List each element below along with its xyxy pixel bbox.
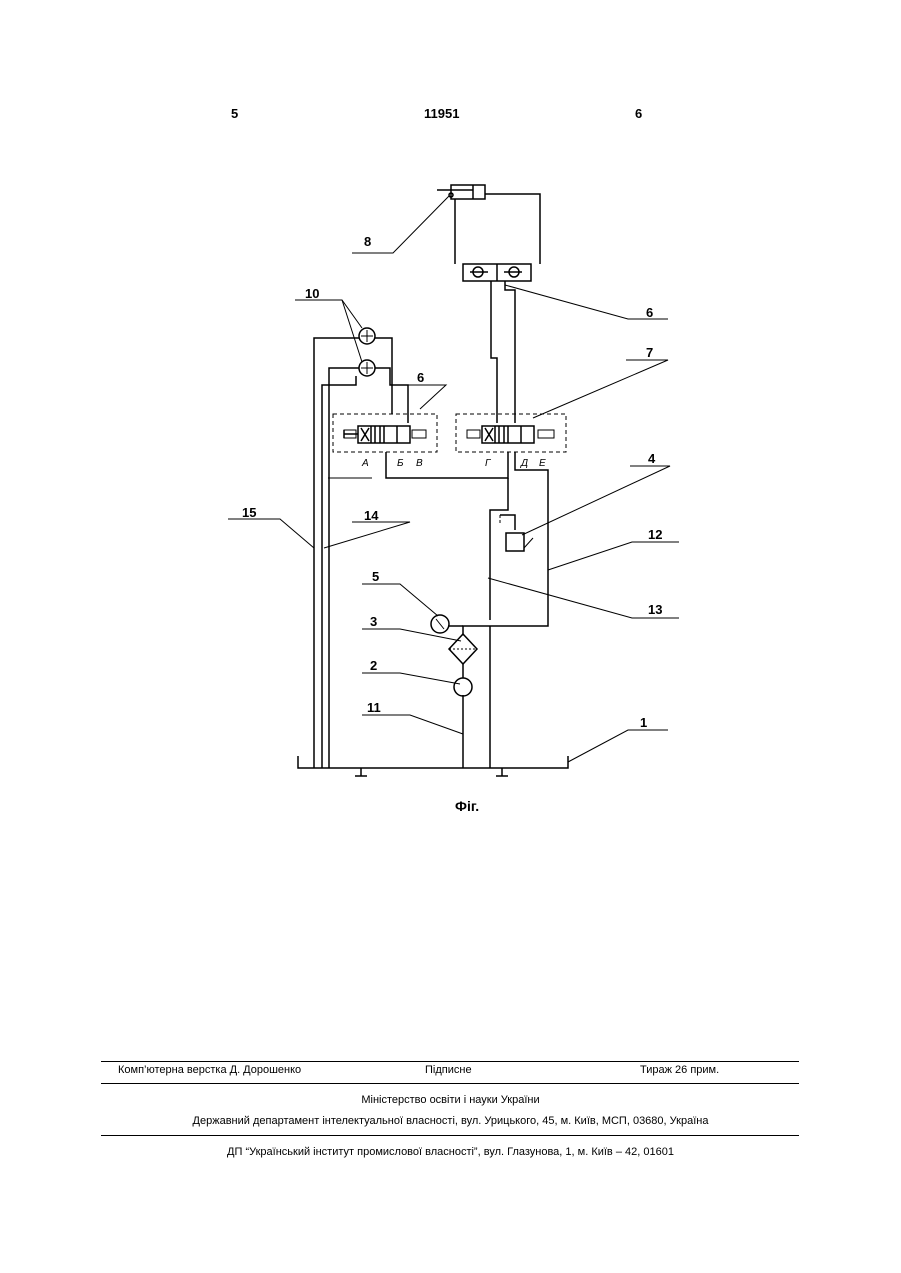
callout-13: 13: [648, 602, 662, 617]
relief-valve: [500, 515, 533, 551]
port-a: А: [361, 458, 369, 469]
figure-caption: Фіг.: [455, 798, 479, 814]
callout-12: 12: [648, 527, 662, 542]
footer-department: Державний департамент інтелектуальної вл…: [0, 1115, 901, 1127]
lock-valve-block: [463, 264, 531, 281]
pump-2: [454, 678, 472, 696]
port-b: Б: [397, 458, 404, 469]
port-g: Г: [485, 458, 492, 469]
callout-6: 6: [417, 370, 424, 385]
hydraulic-motors: [359, 328, 375, 376]
footer-ministry: Міністерство освіти і науки України: [0, 1094, 901, 1106]
footer-print-run: Тираж 26 прим.: [640, 1064, 719, 1076]
callout-5: 5: [372, 569, 379, 584]
footer-institute: ДП “Український інститут промислової вла…: [0, 1146, 901, 1158]
footer-rule-bottom: [101, 1135, 799, 1136]
footer-layout-credit: Комп’ютерна верстка Д. Дорошенко: [118, 1064, 301, 1076]
callout-15: 15: [242, 505, 256, 520]
callout-leaders: [228, 196, 679, 762]
footer-rule-top: [101, 1061, 799, 1062]
port-d: Д: [520, 458, 528, 469]
callout-7: 7: [646, 345, 653, 360]
callout-3: 3: [370, 614, 377, 629]
tank: [298, 756, 568, 776]
port-e: Е: [539, 458, 546, 469]
callout-11: 11: [367, 700, 381, 715]
callout-10: 10: [305, 286, 319, 301]
port-v: В: [416, 458, 423, 469]
distributor-7: [456, 414, 566, 452]
callout-6-top: 6: [646, 305, 653, 320]
footer-signed: Підписне: [425, 1064, 472, 1076]
callout-14: 14: [364, 508, 379, 523]
distributor-6: [333, 414, 437, 452]
callout-8: 8: [364, 234, 371, 249]
footer-rule-middle: [101, 1083, 799, 1084]
callout-1: 1: [640, 715, 647, 730]
callout-4: 4: [648, 451, 656, 466]
hydraulic-cylinder: [437, 185, 540, 264]
callout-2: 2: [370, 658, 377, 673]
